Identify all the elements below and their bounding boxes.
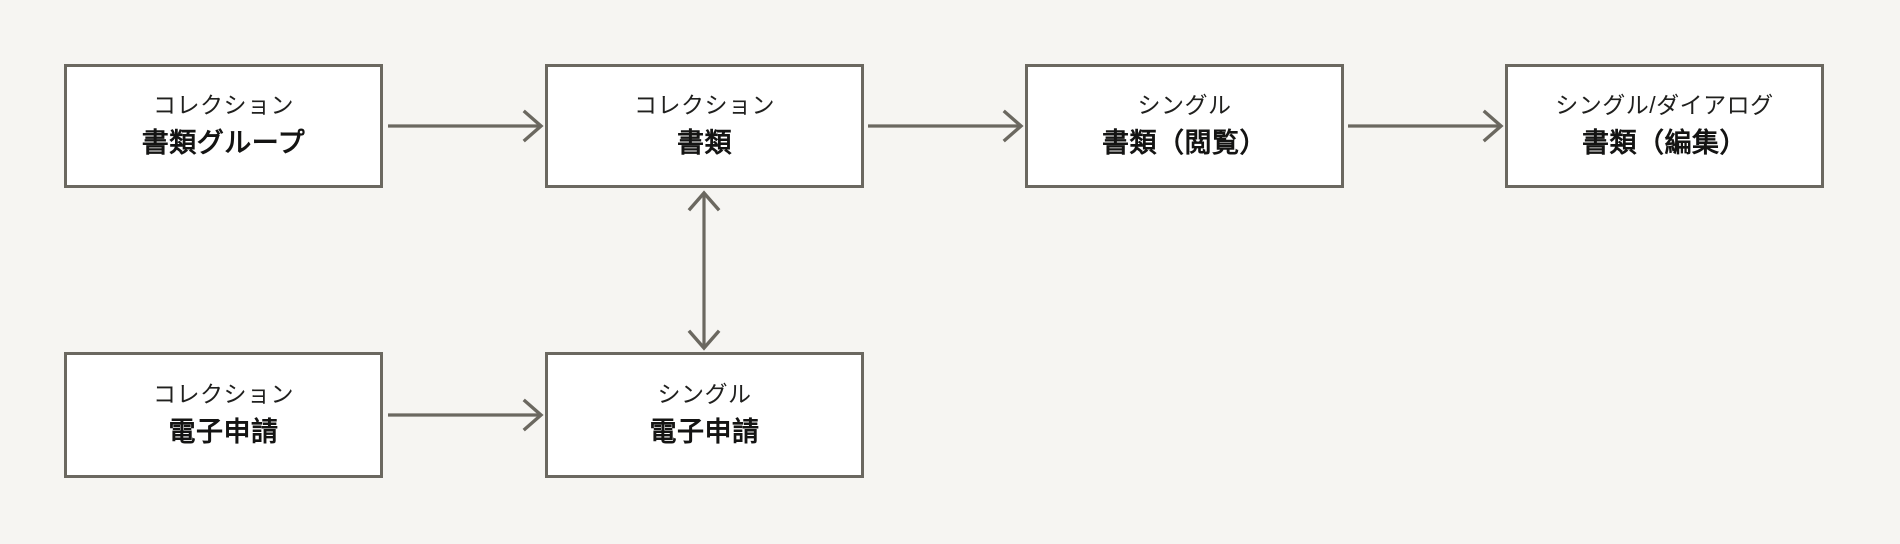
node-title-label: 書類: [677, 128, 732, 159]
node-kind-label: シングル: [657, 381, 752, 408]
arrow-group-to-document: [388, 108, 544, 144]
node-kind-label: シングル/ダイアログ: [1555, 92, 1774, 119]
node-document-single-dialog-edit[interactable]: シングル/ダイアログ 書類（編集）: [1505, 64, 1824, 188]
arrow-document-eapp-bidirectional: [686, 190, 722, 351]
node-eapplication-collection[interactable]: コレクション 電子申請: [64, 352, 383, 478]
node-document-single-view[interactable]: シングル 書類（閲覧）: [1025, 64, 1344, 188]
node-document-collection[interactable]: コレクション 書類: [545, 64, 864, 188]
arrow-document-to-view: [868, 108, 1024, 144]
node-title-label: 書類グループ: [141, 128, 306, 159]
node-title-label: 書類（閲覧）: [1102, 128, 1267, 159]
arrow-eapp-collection-to-single: [388, 397, 544, 433]
node-kind-label: シングル: [1137, 92, 1232, 119]
arrow-view-to-edit: [1348, 108, 1504, 144]
node-document-group-collection[interactable]: コレクション 書類グループ: [64, 64, 383, 188]
node-kind-label: コレクション: [153, 92, 294, 119]
node-title-label: 書類（編集）: [1582, 128, 1747, 159]
node-kind-label: コレクション: [634, 92, 775, 119]
node-eapplication-single[interactable]: シングル 電子申請: [545, 352, 864, 478]
node-title-label: 電子申請: [168, 417, 279, 448]
node-title-label: 電子申請: [649, 417, 760, 448]
node-kind-label: コレクション: [153, 381, 294, 408]
